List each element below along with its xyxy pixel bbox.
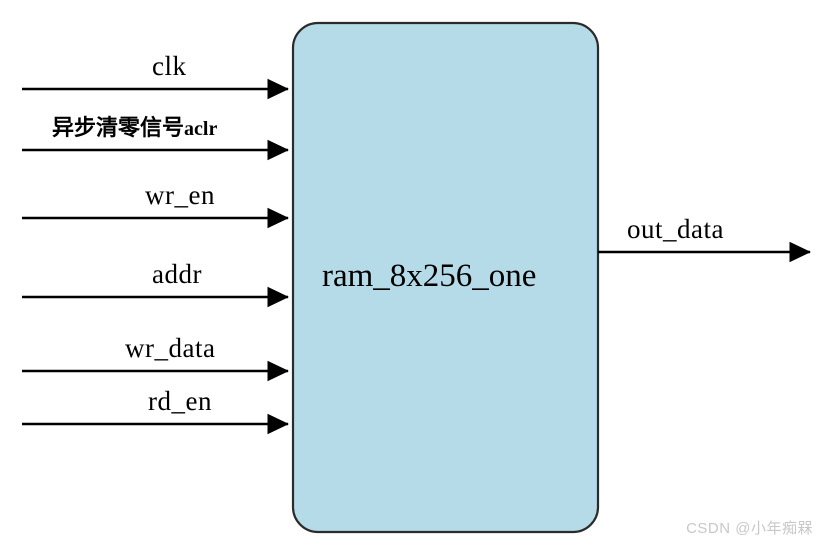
signal-label-clk: clk (152, 51, 187, 81)
csdn-watermark: CSDN @小年痴槑 (686, 520, 813, 537)
input-arrow-group (22, 78, 289, 435)
signal-label-wr-en: wr_en (145, 180, 215, 210)
signal-label-aclr: 异步清零信号aclr (52, 115, 218, 140)
module-block-label: ram_8x256_one (322, 258, 537, 294)
signal-label-aclr-cjk: 异步清零信号 (52, 115, 185, 140)
signal-label-out-data: out_data (627, 214, 724, 244)
signal-label-addr: addr (152, 259, 202, 289)
signal-label-wr-data: wr_data (125, 333, 216, 363)
module-block[interactable] (291, 21, 600, 534)
signal-label-aclr-latin: aclr (184, 118, 218, 140)
signal-label-rd-en: rd_en (148, 386, 212, 416)
